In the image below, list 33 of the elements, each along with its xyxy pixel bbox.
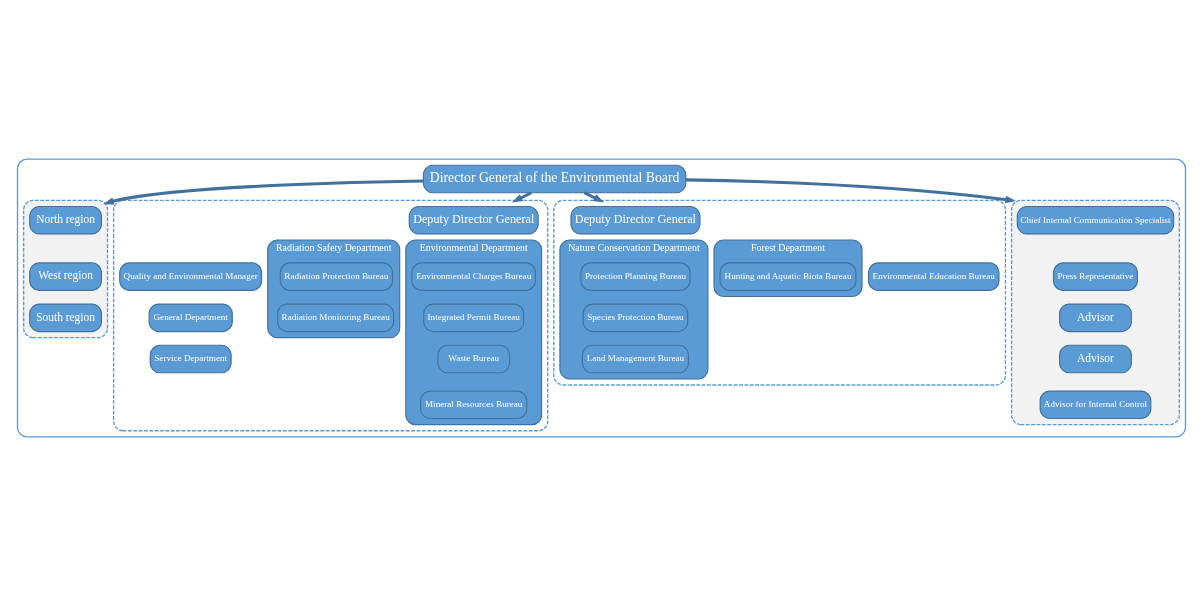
cluster [553,199,1007,386]
node-box: Species Protection Bureau [582,303,689,332]
node-box: Environmental Education Bureau [867,261,1000,291]
node-box: Land Management Bureau [581,344,690,373]
node-box: Radiation Monitoring Bureau [277,303,395,332]
node-box: Advisor [1059,303,1132,332]
node-box: Protection Planning Bureau [580,261,691,291]
cluster [1010,199,1181,425]
node-box: Quality and Environmental Manager [119,261,263,291]
node-box: Service Department [149,344,232,373]
cluster [22,199,109,338]
node-box: Integrated Permit Bureau [423,303,525,332]
arrow [103,178,424,205]
cluster [16,157,1187,438]
cluster [112,199,549,431]
node-box: Waste Bureau [437,344,511,373]
node-box: North region [29,205,102,234]
node-box: Radiation Protection Bureau [279,261,394,291]
arrow [511,190,533,202]
node-box: Deputy Director General [570,205,701,234]
node-box: Environmental Charges Bureau [411,261,537,291]
node-box: Advisor for Internal Control [1039,390,1152,419]
node-box: Deputy Director General [408,205,539,234]
node-box: Press Representative [1052,261,1138,291]
arrow [685,177,1017,203]
node-box: Director General of the Environmental Board [422,164,687,193]
node-box: Advisor [1059,344,1132,373]
node-box: West region [29,261,102,291]
node-box: Mineral Resources Bureau [420,390,528,419]
node-box: Chief Internal Communication Specialist [1016,205,1175,234]
node-box: General Department [148,303,233,332]
node-box: South region [29,303,102,332]
node-box: Hunting and Aquatic Biota Bureau [719,261,857,291]
